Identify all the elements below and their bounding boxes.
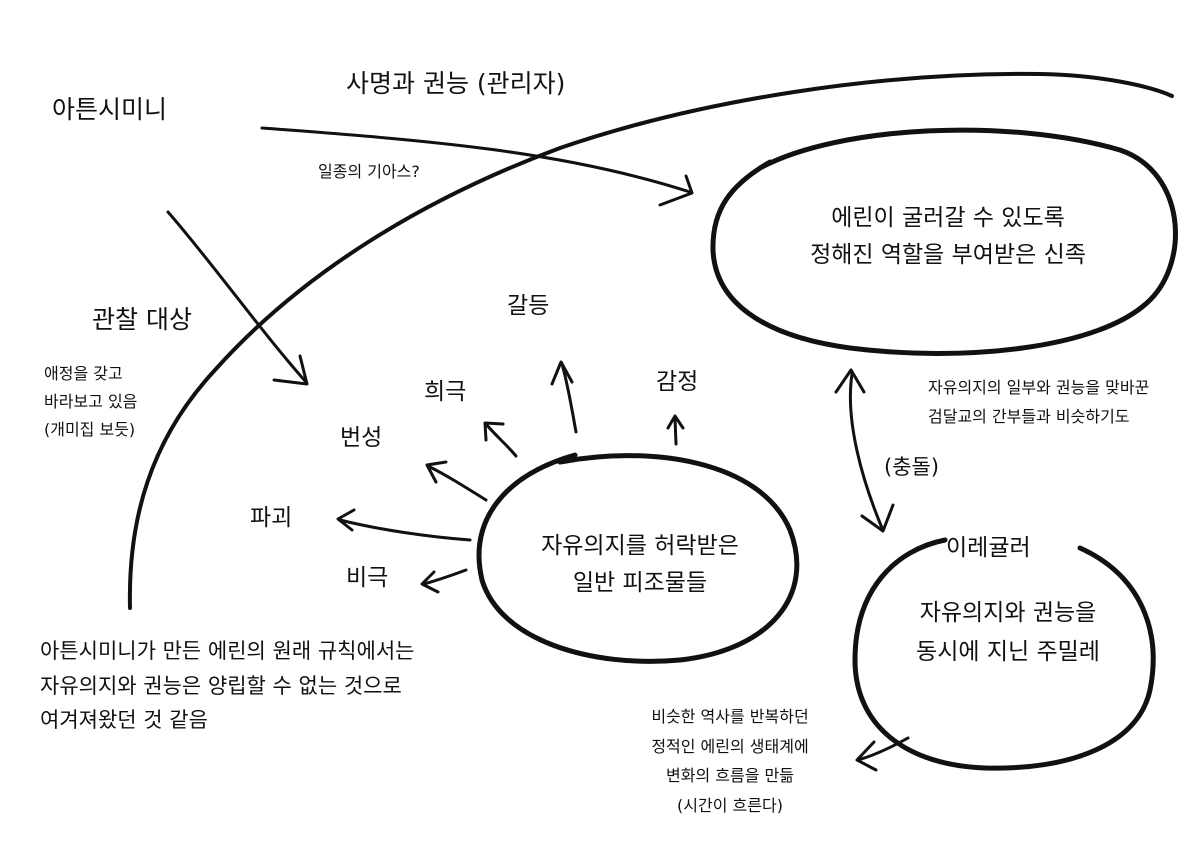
outcome-tragedy: 비극 [346,565,389,591]
label-jumilre: 자유의지와 권능을 동시에 지닌 주밀레 [916,600,1100,666]
label-mission: 사명과 권능 (관리자) [346,69,566,98]
arrow-history-head [855,740,878,772]
conflict-double-arrow [848,372,884,530]
arrow-to-divine [260,126,692,194]
label-observe: 관찰 대상 [92,305,192,334]
common-ellipse [476,452,800,664]
arrow-to-observe [166,210,308,384]
arrow-conflict [560,362,578,434]
label-atemimini: 아튼시미니 [52,95,168,124]
label-partial: 자유의지의 일부와 권능을 맞바꾼 검달교의 간부들과 비슷하기도 [928,378,1150,426]
conflict-head-top [834,368,866,394]
arrow-drama-head [483,421,505,442]
label-conflict: (충돌) [884,455,940,479]
arrow-emotion-head [666,414,685,430]
label-irregular: 이레귤러 [946,535,1031,561]
jumilre-ellipse [852,537,1156,771]
sweeping-arc [127,71,1174,610]
divine-ellipse [710,127,1178,356]
arrow-prosperity-head [425,460,448,484]
label-common: 자유의지를 허락받은 일반 피조물들 [541,533,739,596]
label-deus-ex: 일종의 기아스? [318,162,420,181]
outcome-drama: 희극 [424,379,467,405]
outcome-emotion: 감정 [656,369,699,395]
arrow-prosperity [426,464,488,502]
label-divine: 에린이 굴러갈 수 있도록 정해진 역할을 부여받은 신족 [810,205,1086,268]
conflict-head-bottom [860,503,895,533]
outcome-destruction: 파괴 [250,505,293,531]
arrow-head-observe [272,354,309,386]
label-rule: 아튼시미니가 만든 에린의 원래 규칙에서는 자유의지와 권능은 양립할 수 없… [40,639,415,733]
arrow-head-divine [658,174,694,207]
arrow-tragedy-head [420,570,440,594]
arrow-destruction-head [336,508,356,532]
arrow-drama [484,422,518,458]
outcome-conflict: 갈등 [507,293,550,319]
label-history: 비슷한 역사를 반복하던 정적인 에린의 생태계에 변화의 흐름을 만듦 (시간… [651,707,809,815]
arrow-destruction [338,518,472,542]
arrow-emotion [673,416,678,446]
label-affection: 애정을 갖고 바라보고 있음 (개미집 보듯) [44,364,138,439]
arrow-history [856,736,910,762]
outcome-prosperity: 번성 [340,425,383,451]
arrow-tragedy [422,568,468,586]
arrow-conflict-head [550,360,574,386]
